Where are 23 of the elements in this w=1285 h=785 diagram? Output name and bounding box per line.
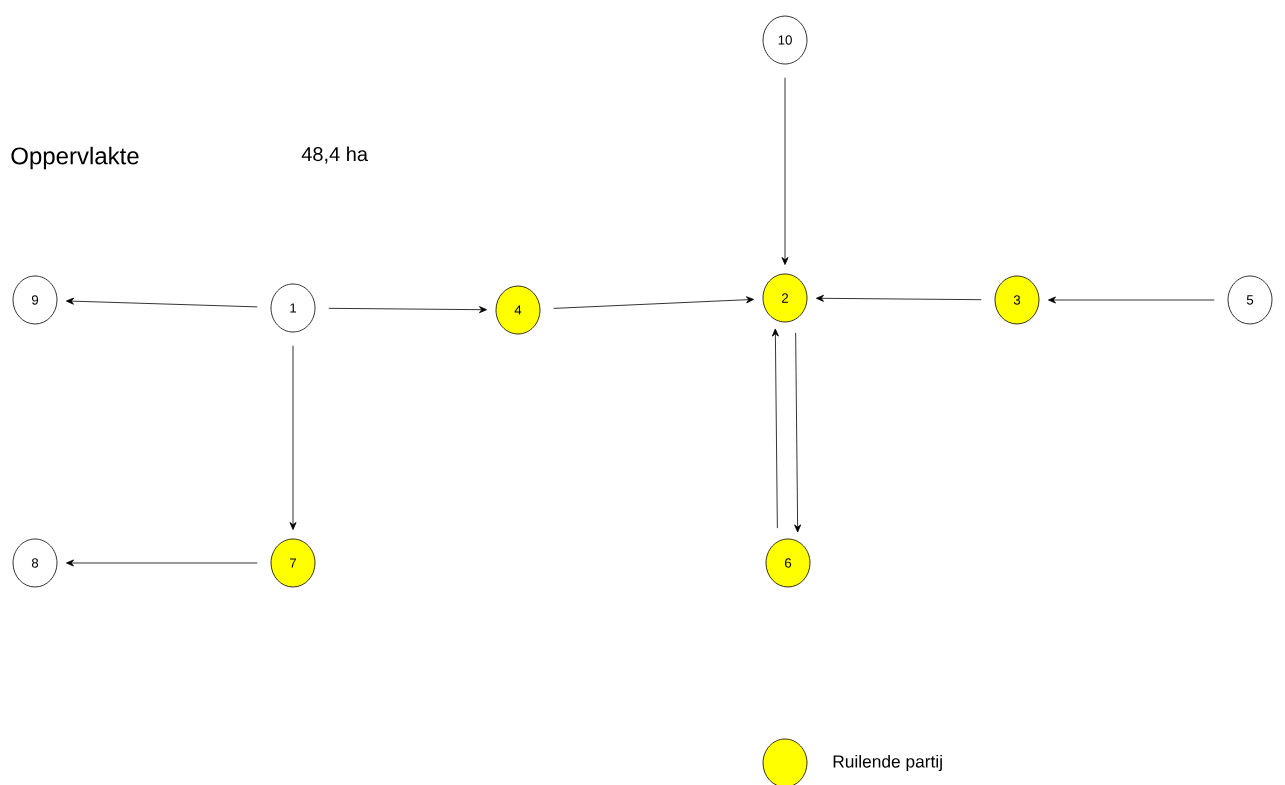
arrow <box>553 296 754 309</box>
text-label: 48,4 ha <box>301 146 368 164</box>
arrow <box>1048 296 1215 304</box>
circle-node: 8 <box>12 538 58 588</box>
circle-node: 7 <box>270 538 316 588</box>
arrow <box>328 306 487 314</box>
circle-node: 1 <box>270 283 316 333</box>
circle-node: 4 <box>495 285 541 335</box>
circle-node: 9 <box>12 275 58 325</box>
legend-label: Ruilende partij <box>833 754 942 772</box>
arrow <box>794 332 802 533</box>
circle-node: 10 <box>762 15 808 65</box>
circle-node: 2 <box>762 273 808 323</box>
text-label: Oppervlakte <box>11 146 139 170</box>
arrow <box>771 328 779 529</box>
circle-node: 3 <box>994 275 1040 325</box>
arrow <box>781 77 789 265</box>
circle-node: 5 <box>1227 275 1273 325</box>
arrow <box>816 294 982 302</box>
arrow <box>66 297 258 308</box>
arrow <box>66 559 258 567</box>
circle-node: 6 <box>765 538 811 588</box>
arrow <box>289 345 297 530</box>
